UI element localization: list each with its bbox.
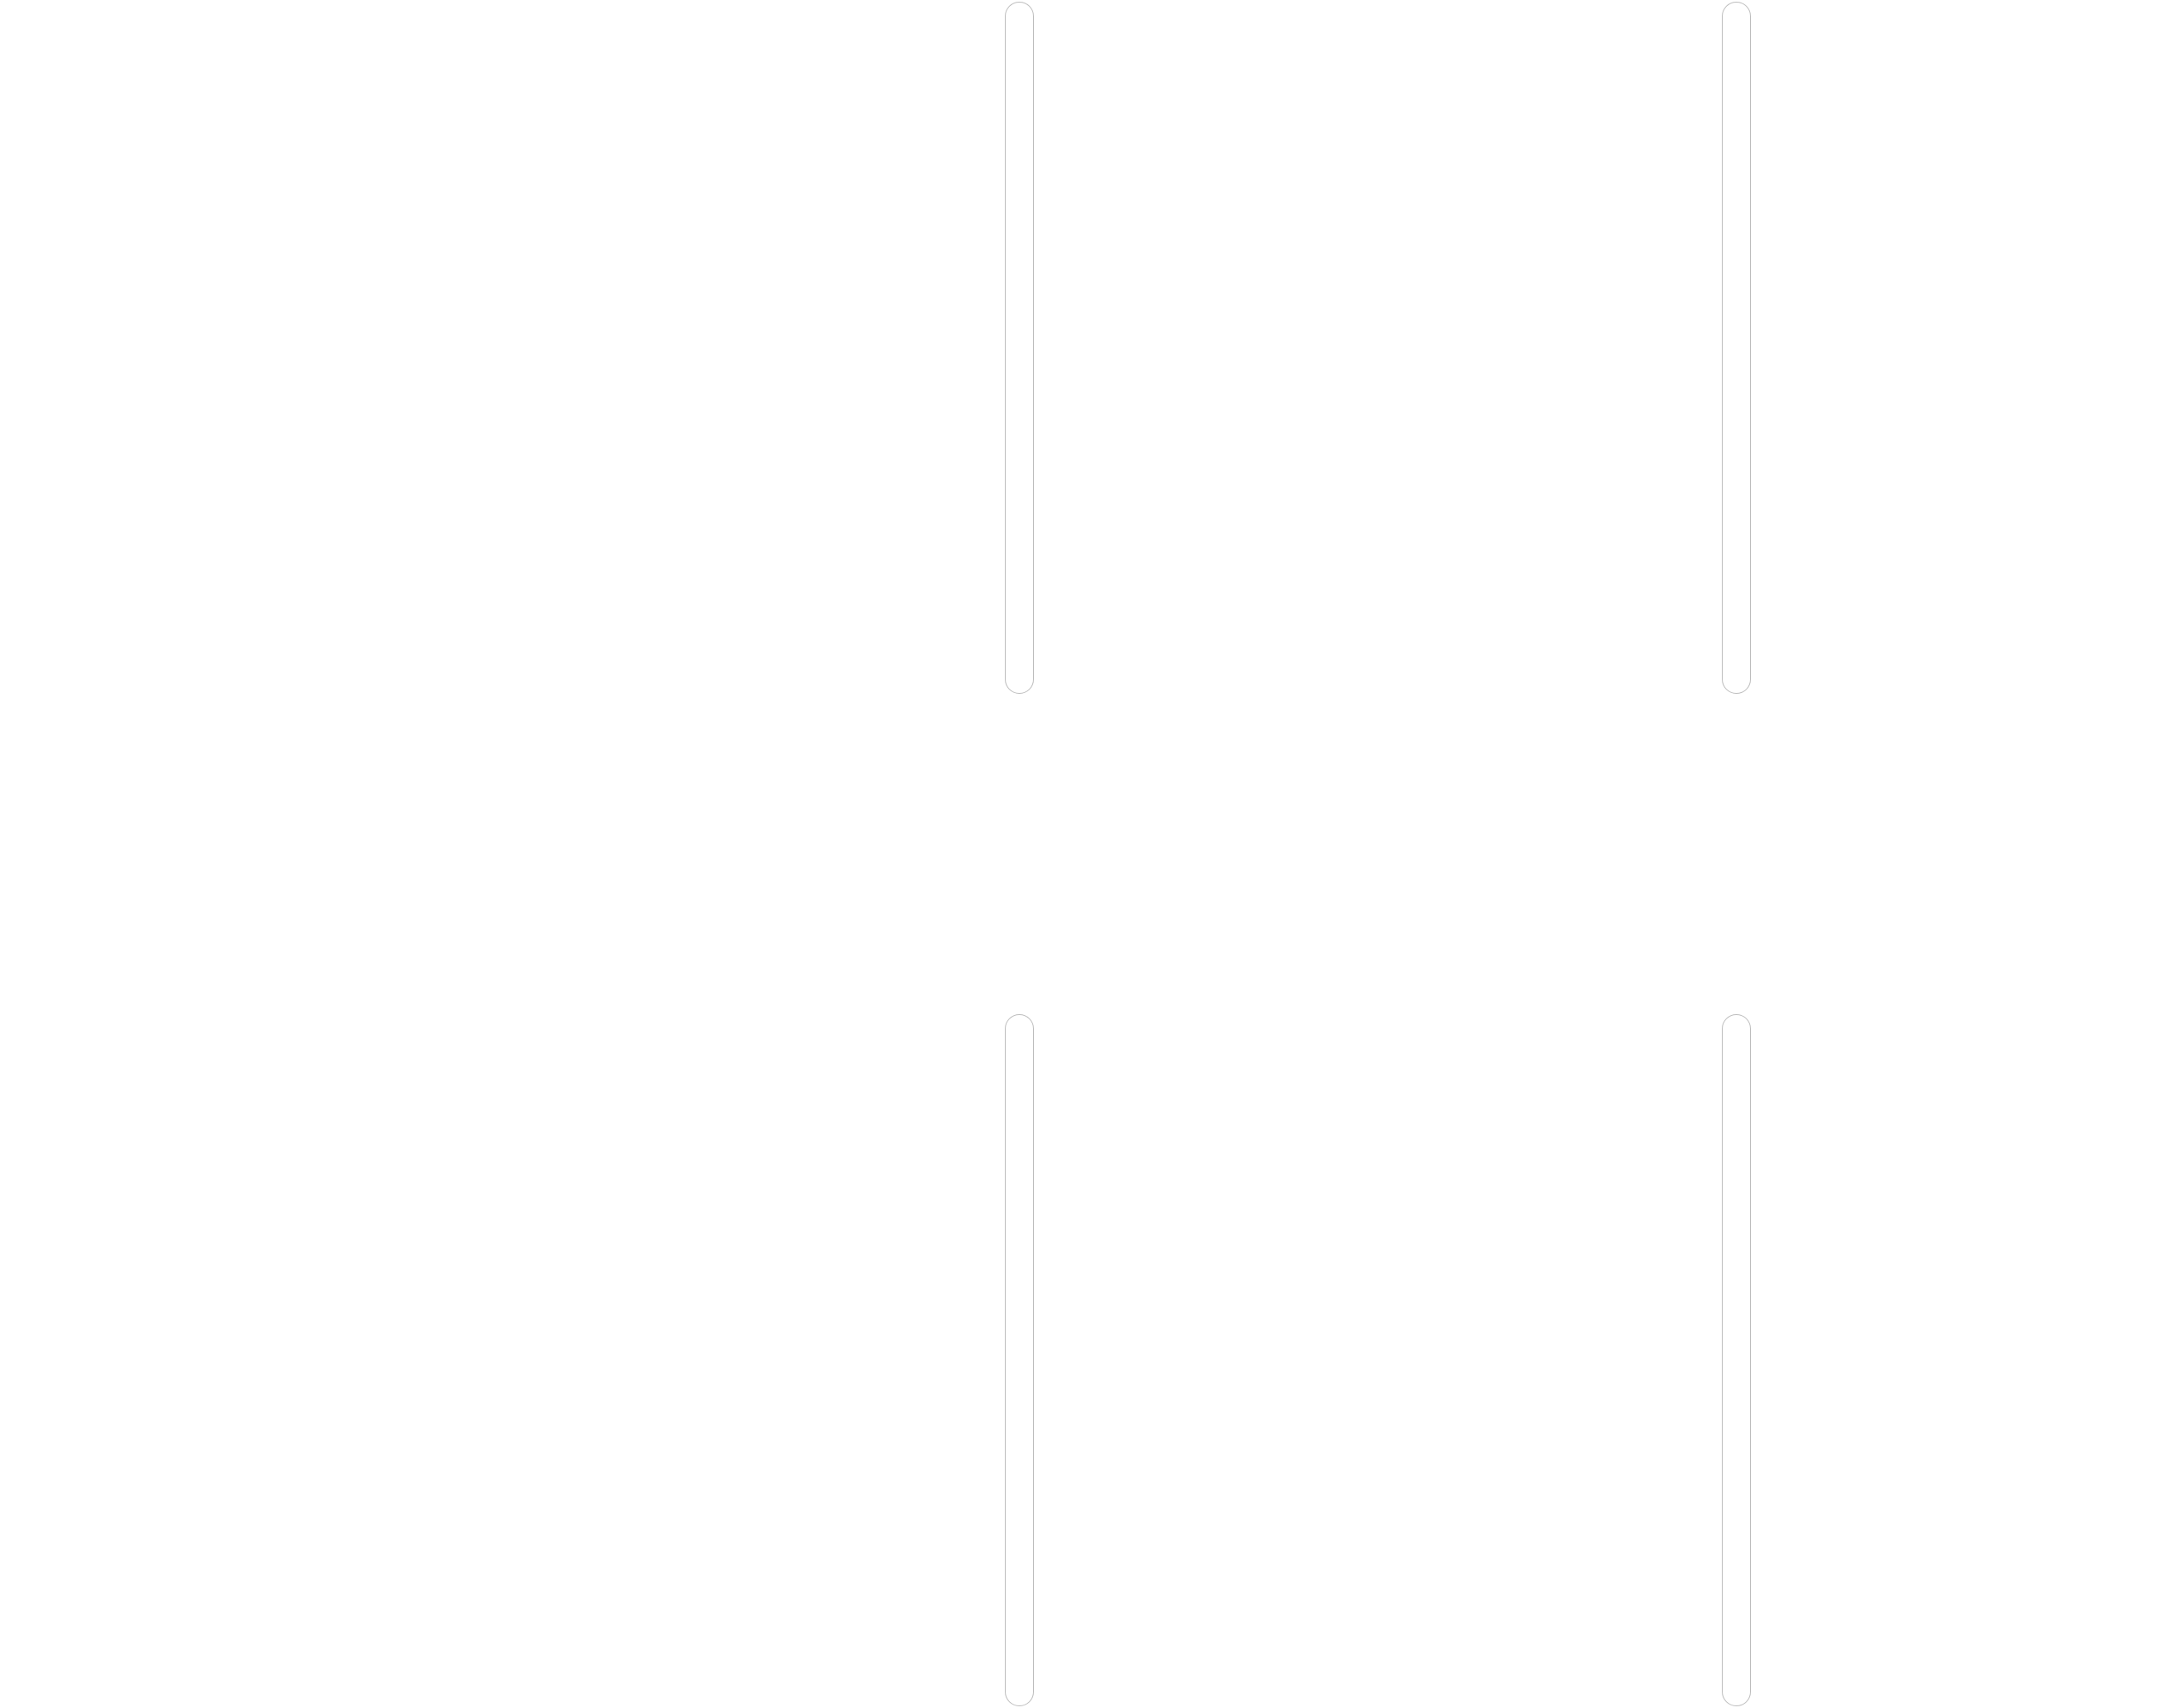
content-panel-bottom-left bbox=[0, 1012, 994, 1708]
vertical-scrollbar-bottom-left[interactable] bbox=[1005, 1014, 1034, 1706]
vertical-scrollbar-top-right[interactable] bbox=[1722, 2, 1751, 694]
content-panel-top-left bbox=[0, 0, 994, 696]
content-panel-bottom-right bbox=[1038, 1012, 1715, 1708]
vertical-scrollbar-top-left[interactable] bbox=[1005, 2, 1034, 694]
vertical-scrollbar-bottom-right[interactable] bbox=[1722, 1014, 1751, 1706]
content-panel-top-right bbox=[1038, 0, 1715, 696]
